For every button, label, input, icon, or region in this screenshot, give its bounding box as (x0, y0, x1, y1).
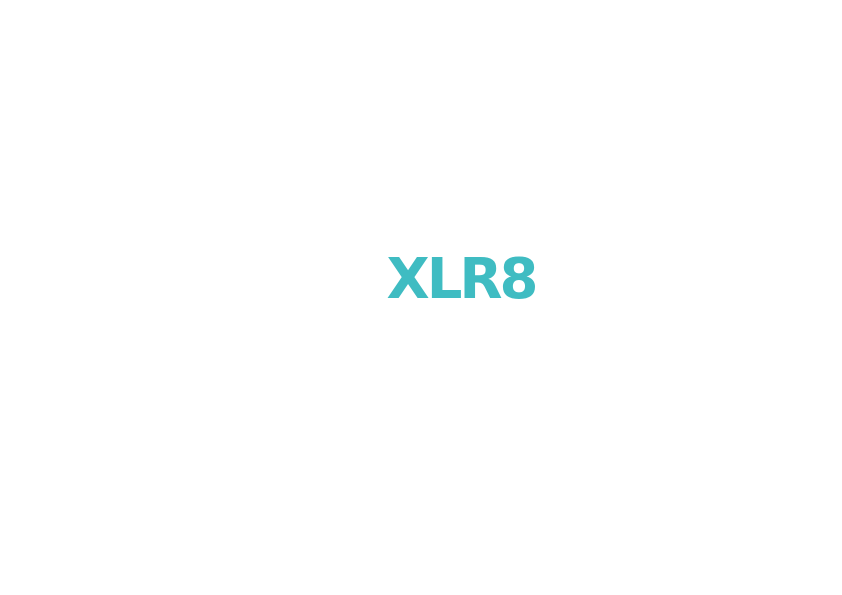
logo-wordmark: XLR8 (386, 247, 539, 312)
xlr8-logo: XLR8 (376, 248, 546, 312)
